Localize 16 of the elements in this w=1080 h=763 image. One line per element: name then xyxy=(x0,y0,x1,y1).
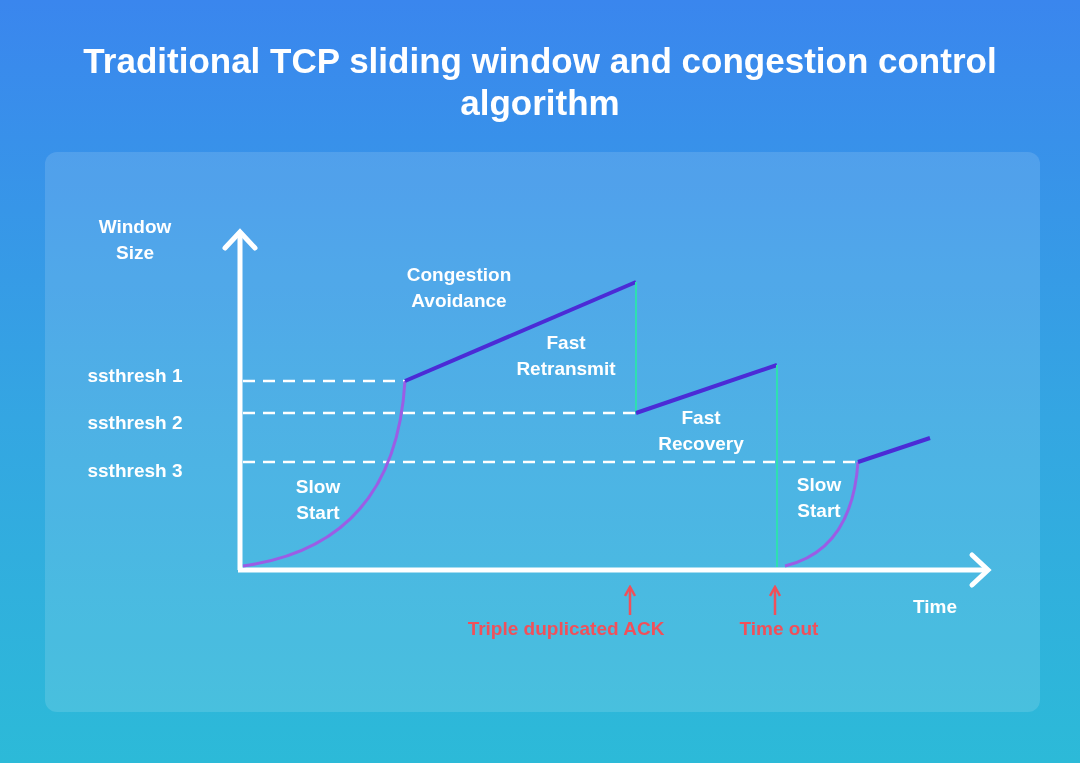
event-label: Triple duplicated ACK xyxy=(451,615,681,643)
chart-label: Fast Recovery xyxy=(657,406,745,456)
x-axis xyxy=(238,552,992,588)
chart-label: Window Size xyxy=(97,215,173,265)
chart-label: ssthresh 3 xyxy=(86,459,184,484)
chart-label: Slow Start xyxy=(795,473,843,523)
chart-label: Congestion Avoidance xyxy=(405,263,513,313)
title: Traditional TCP sliding window and congestion control algorithm xyxy=(82,40,998,124)
chart-label: Slow Start xyxy=(294,475,342,525)
chart-label: Fast Retransmit xyxy=(515,331,617,381)
chart-label: ssthresh 2 xyxy=(86,411,184,436)
arrow xyxy=(768,585,782,615)
arrow xyxy=(623,585,637,615)
chart-label: ssthresh 1 xyxy=(86,364,184,389)
event-label: Time out xyxy=(729,615,829,643)
chart-label: Time xyxy=(912,595,958,620)
